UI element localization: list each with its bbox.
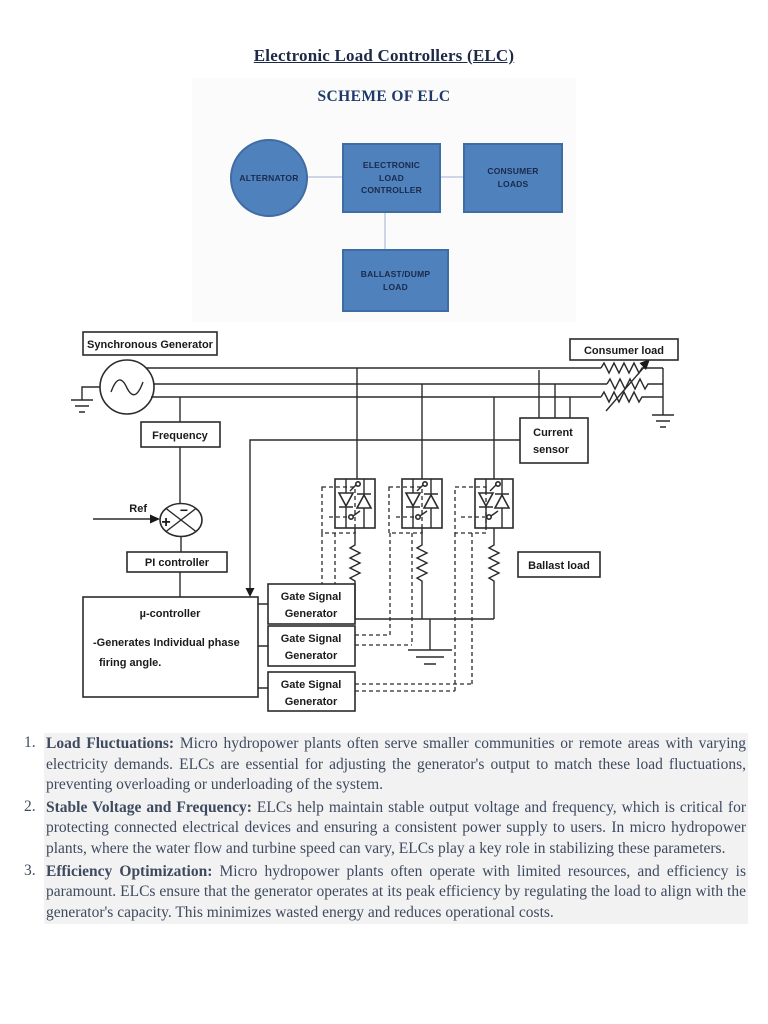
consumer-ground-icon xyxy=(652,414,674,428)
connector-elc-consumer xyxy=(429,176,465,178)
plus-sign: + xyxy=(161,514,170,531)
ref-arrowhead xyxy=(150,514,160,524)
generator-ground-icon xyxy=(71,386,100,413)
sine-wave-icon xyxy=(110,379,144,396)
list-item: 2. Stable Voltage and Frequency: ELCs he… xyxy=(24,796,748,861)
elc-block: ELECTRONIC LOAD CONTROLLER xyxy=(342,143,441,213)
gate-signal-generator-1: Gate Signal Generator xyxy=(267,583,356,625)
item-number: 2. xyxy=(24,797,36,815)
ref-label: Ref xyxy=(129,503,147,515)
ballast-load-label: Ballast load xyxy=(528,560,590,572)
elc-label: ELECTRONIC LOAD CONTROLLER xyxy=(360,159,423,196)
gsg2-line2: Generator xyxy=(285,650,338,662)
current-sensor-block: Current sensor xyxy=(519,417,589,464)
pi-controller-block: PI controller xyxy=(126,551,228,597)
gsg3-line1: Gate Signal xyxy=(281,679,342,691)
page-title: Electronic Load Controllers (ELC) xyxy=(253,46,515,65)
gsg1-line1: Gate Signal xyxy=(281,591,342,603)
micro-controller-block: µ-controller -Generates Individual phase… xyxy=(82,596,268,698)
pi-controller-label: PI controller xyxy=(145,557,210,569)
item-lead: Efficiency Optimization: xyxy=(46,862,213,880)
consumer-loads-label: CONSUMER LOADS xyxy=(487,166,539,189)
thyristor-module-2 xyxy=(401,478,443,529)
item-number: 3. xyxy=(24,861,36,879)
current-feedback-line xyxy=(245,439,520,597)
gate-signal-generator-2: Gate Signal Generator xyxy=(267,625,356,667)
gate-signal-generator-3: Gate Signal Generator xyxy=(267,671,356,712)
phase-taps xyxy=(179,368,571,479)
consumer-loads-block: CONSUMER LOADS xyxy=(463,143,563,213)
feedback-arrowhead xyxy=(245,588,255,597)
three-phase-bus xyxy=(146,359,664,415)
alternator-label: ALTERNATOR xyxy=(239,172,299,183)
connector-alternator-elc xyxy=(306,176,344,178)
consumer-load: Consumer load xyxy=(569,338,679,428)
current-sensor-label-line2: sensor xyxy=(533,444,570,456)
mcu-text-line1: -Generates Individual phase xyxy=(93,637,240,649)
thyristor-module-3 xyxy=(474,478,514,529)
connector-elc-ballast xyxy=(384,213,386,250)
ballast-resistors xyxy=(348,528,501,665)
minus-sign: − xyxy=(180,502,188,518)
item-body: ELCs help maintain stable output voltage… xyxy=(46,798,746,857)
synchronous-generator: Synchronous Generator xyxy=(82,331,218,415)
mcu-title: µ-controller xyxy=(140,608,201,620)
frequency-label: Frequency xyxy=(152,430,209,442)
frequency-block: Frequency xyxy=(140,421,221,504)
gate-signal-wiring xyxy=(321,486,487,692)
elc-circuit-diagram: Synchronous Generator Consumer load xyxy=(71,331,679,712)
item-number: 1. xyxy=(24,734,36,751)
gsg1-line2: Generator xyxy=(285,608,338,620)
alternator-block: ALTERNATOR xyxy=(230,139,308,217)
ballast-ground-icon xyxy=(408,649,452,665)
list-item: 3. Efficiency Optimization: Micro hydrop… xyxy=(24,860,748,925)
gsg3-line2: Generator xyxy=(285,696,338,708)
item-paragraph: Efficiency Optimization: Micro hydropowe… xyxy=(44,860,748,925)
benefits-list: 1. Load Fluctuations: Micro hydropower p… xyxy=(24,733,748,925)
ballast-load-labelbox: Ballast load xyxy=(517,551,601,578)
item-paragraph: Stable Voltage and Frequency: ELCs help … xyxy=(44,796,748,861)
ballast-dump-load-label: BALLAST/DUMP LOAD xyxy=(360,268,431,292)
variable-load-arrow xyxy=(605,365,646,412)
item-paragraph: Load Fluctuations: Micro hydropower plan… xyxy=(44,733,748,797)
item-body: Micro hydropower plants often operate wi… xyxy=(46,862,746,921)
item-lead: Stable Voltage and Frequency: xyxy=(46,798,252,816)
scheme-subtitle: SCHEME OF ELC xyxy=(317,88,451,105)
item-lead: Load Fluctuations: xyxy=(46,735,175,752)
synchronous-generator-label: Synchronous Generator xyxy=(87,339,214,351)
summing-junction: − + Ref xyxy=(93,502,203,552)
current-sensor-label-line1: Current xyxy=(533,427,573,439)
consumer-load-label: Consumer load xyxy=(584,345,664,357)
gsg2-line1: Gate Signal xyxy=(281,633,342,645)
item-body: Micro hydropower plants often serve smal… xyxy=(46,735,746,794)
list-item: 1. Load Fluctuations: Micro hydropower p… xyxy=(24,733,748,797)
mcu-text-line2: firing angle. xyxy=(99,657,161,669)
ballast-dump-load-block: BALLAST/DUMP LOAD xyxy=(342,249,449,312)
